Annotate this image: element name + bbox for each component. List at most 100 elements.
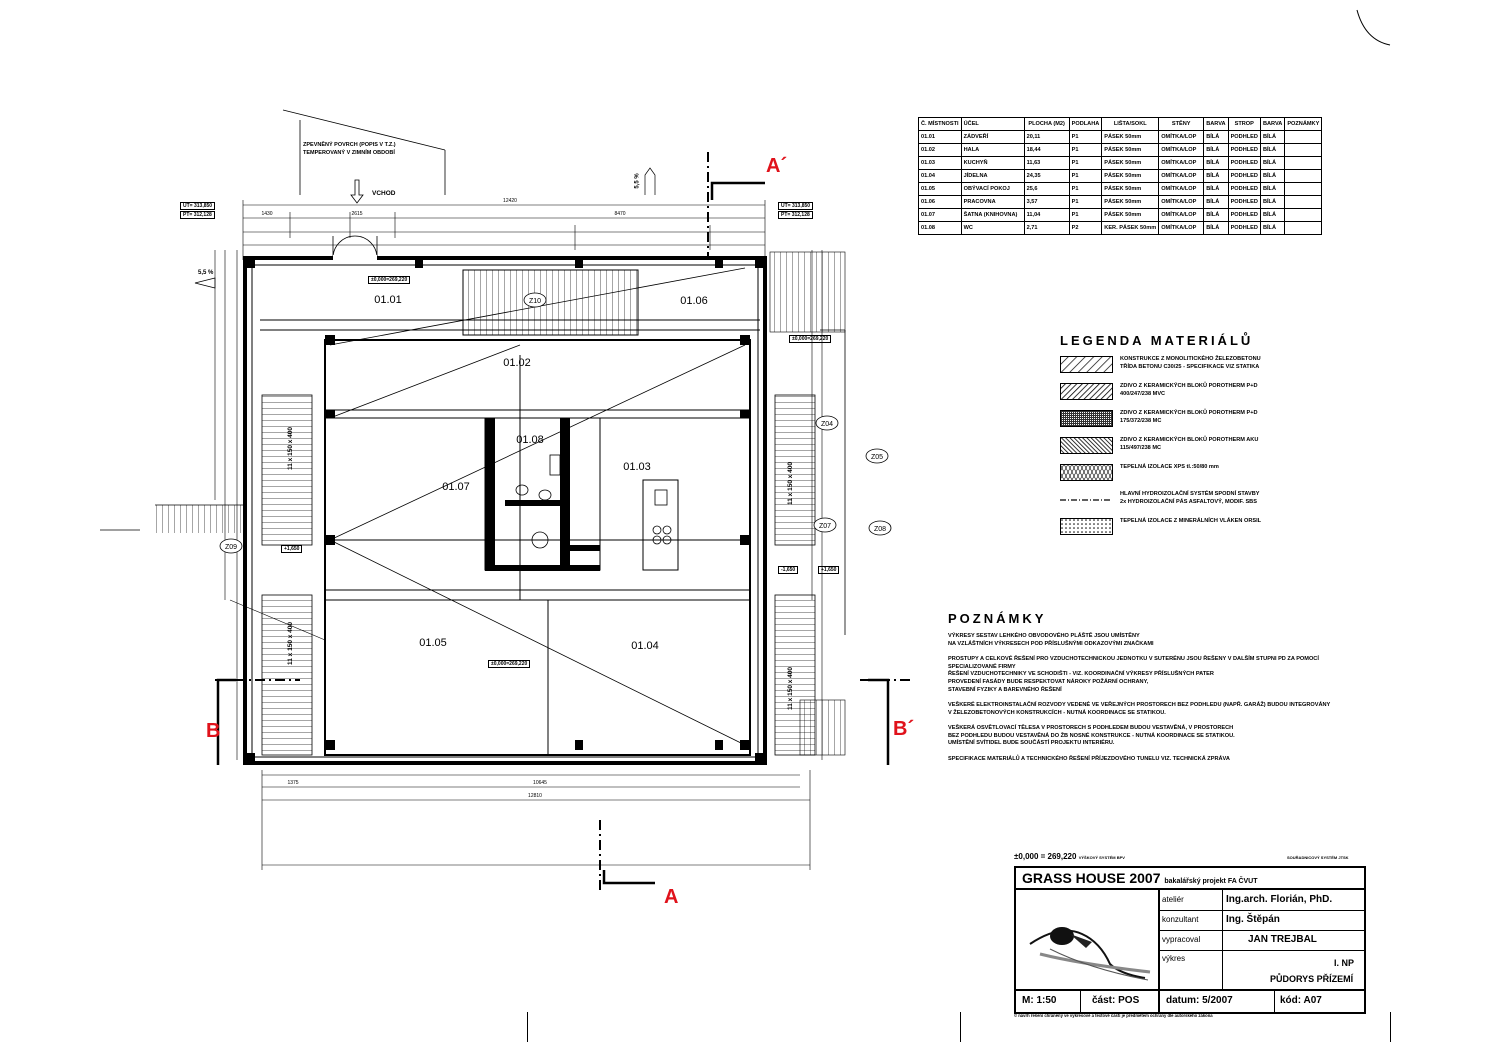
table-cell: OBÝVACÍ POKOJ: [960, 182, 1025, 196]
grass-logo-icon: [1029, 927, 1151, 981]
table-cell: 3,57: [1023, 195, 1070, 209]
paved-note-2: TEMPEROVANÝ V ZIMNÍM OBDOBÍ: [303, 150, 395, 156]
copyright-footer: © návrh řešení chráněný ve výkresové a t…: [1014, 1013, 1213, 1018]
table-cell: BÍLÁ: [1259, 221, 1286, 235]
ut-label-left: UT= 313,850: [180, 202, 216, 210]
note-item: SPECIFIKACE MATERIÁLŮ A TECHNICKÉHO ŘEŠE…: [948, 756, 1338, 764]
note-line: BEZ PODHLEDU BUDOU VESTAVĚNÁ DO ŽB NOSNÉ…: [948, 732, 1235, 739]
dim-top-total: 12420: [503, 198, 517, 204]
section-label-b: B: [206, 720, 221, 742]
entrance-label: VCHOD: [372, 190, 396, 197]
note-item: VÝKRESY SESTAV LEHKÉHO OBVODOVÉHO PLÁŠTĚ…: [948, 633, 1338, 648]
table-cell: 01.06: [918, 195, 962, 209]
table-cell: 01.07: [918, 208, 962, 222]
table-cell: OMÍTKA/LOP: [1158, 156, 1205, 170]
coord-system: SOUŘADNICOVÝ SYSTÉM JTSK: [1287, 855, 1349, 860]
note-line: VEŠKERÁ OSVĚTLOVACÍ TĚLESA V PROSTORECH …: [948, 725, 1234, 731]
stair-right-upper: [774, 394, 816, 546]
legend-text-line: TŘÍDA BETONU C30/25 - SPECIFIKACE VIZ ST…: [1120, 364, 1260, 370]
table-cell: P1: [1068, 208, 1103, 222]
table-cell: BÍLÁ: [1203, 195, 1229, 209]
note-line: VÝKRESY SESTAV LEHKÉHO OBVODOVÉHO PLÁŠTĚ…: [948, 633, 1140, 639]
legend-text-line: 175/372/238 MC: [1120, 418, 1162, 424]
table-cell: 2,71: [1023, 221, 1070, 235]
table-cell: BÍLÁ: [1203, 130, 1229, 144]
room-label-0105: 01.05: [419, 637, 447, 649]
legend-item: TEPELNÁ IZOLACE XPS tl.:50/80 mm: [1060, 462, 1320, 486]
legend-text-line: HLAVNÍ HYDROIZOLAČNÍ SYSTÉM SPODNÍ STAVB…: [1120, 491, 1260, 497]
konzultant-value: Ing. Štěpán: [1226, 914, 1280, 925]
table-cell: ZÁDVEŘÍ: [960, 130, 1025, 144]
datum-system: VÝŠKOVÝ SYSTÉM BPV: [1078, 855, 1125, 860]
table-cell: 01.04: [918, 169, 962, 183]
note-line: NA VZLÁŠTNÍCH VÝKRESECH POD PŘÍSLUŠNÝMI …: [948, 640, 1154, 647]
col-header: LIŠTA/SOKL: [1101, 117, 1160, 131]
table-cell: KUCHYŇ: [960, 156, 1025, 170]
detail-z08: Z08: [874, 526, 886, 533]
pt-label-right: PT= 312,128: [778, 211, 813, 219]
datum-value: ±0,000 = 269,220: [1014, 852, 1077, 861]
detail-z05: Z05: [871, 454, 883, 461]
note-item: PROVEDENÍ FASÁDY BUDE RESPEKTOVAT NÁROKY…: [948, 679, 1338, 694]
table-cell: [1284, 156, 1323, 170]
legend-text-line: TEPELNÁ IZOLACE XPS tl.:50/80 mm: [1120, 464, 1219, 470]
corner-arc: [1356, 9, 1391, 46]
section-label-b-prime: B´: [893, 718, 915, 740]
legend-item: TEPELNÁ IZOLACE Z MINERÁLNÍCH VLÁKEN ORS…: [1060, 516, 1320, 540]
table-cell: 18,44: [1023, 143, 1070, 157]
col-header: STROP: [1227, 117, 1261, 131]
legend-item: HLAVNÍ HYDROIZOLAČNÍ SYSTÉM SPODNÍ STAVB…: [1060, 489, 1320, 513]
dim-bottom-2: 10645: [533, 780, 547, 786]
section-label-a: A: [664, 886, 679, 908]
project-title: GRASS HOUSE 2007: [1022, 870, 1161, 886]
note-item: VEŠKERÉ ELEKTROINSTALAČNÍ ROZVODY VEDENÉ…: [948, 702, 1338, 717]
legend-swatch-cross: [1060, 464, 1113, 481]
dim-top-3: 8470: [614, 211, 625, 217]
table-cell: PODHLED: [1227, 208, 1261, 222]
col-header: Č. MÍSTNOSTI: [918, 117, 962, 131]
table-cell: [1284, 182, 1323, 196]
project-name: GRASS HOUSE 2007 bakalářský projekt FA Č…: [1022, 870, 1258, 886]
table-cell: 01.08: [918, 221, 962, 235]
table-cell: 20,11: [1023, 130, 1070, 144]
ut-label-right: UT= 313,850: [778, 202, 814, 210]
legend-swatch-dots: [1060, 410, 1113, 427]
col-header: BARVA: [1203, 117, 1229, 131]
project-subtitle: bakalářský projekt FA ČVUT: [1164, 878, 1258, 885]
note-item: VEŠKERÁ OSVĚTLOVACÍ TĚLESA V PROSTORECH …: [948, 725, 1338, 748]
table-cell: P1: [1068, 195, 1103, 209]
legend-text: HLAVNÍ HYDROIZOLAČNÍ SYSTÉM SPODNÍ STAVB…: [1120, 490, 1320, 506]
scale-value: M: 1:50: [1022, 995, 1057, 1006]
table-cell: 01.02: [918, 143, 962, 157]
table-cell: KER. PÁSEK 50mm: [1101, 221, 1160, 235]
table-cell: P1: [1068, 182, 1103, 196]
stair-hall: [462, 269, 639, 336]
stair-label-left-lower: 11 x 150 x 400: [287, 622, 294, 665]
entrance-door: [332, 235, 378, 260]
table-cell: [1284, 208, 1323, 222]
vykres-value-2: PŮDORYS PŘÍZEMÍ: [1270, 974, 1354, 984]
table-cell: [1284, 169, 1323, 183]
table-cell: BÍLÁ: [1259, 169, 1286, 183]
table-cell: 11,04: [1023, 208, 1070, 222]
table-cell: 01.01: [918, 130, 962, 144]
paved-note-1: ZPEVNĚNÝ POVRCH (POPIS V T.Z.): [303, 142, 396, 148]
table-cell: PRACOVNA: [960, 195, 1025, 209]
room-label-0102: 01.02: [503, 357, 531, 369]
legend-swatch-hatch: [1060, 356, 1113, 373]
table-cell: HALA: [960, 143, 1025, 157]
col-header: POZNÁMKY: [1284, 117, 1323, 131]
notes-title: POZNÁMKY: [948, 611, 1047, 626]
table-cell: [1284, 130, 1323, 144]
table-cell: [1284, 221, 1323, 235]
wc-core: [484, 417, 601, 571]
